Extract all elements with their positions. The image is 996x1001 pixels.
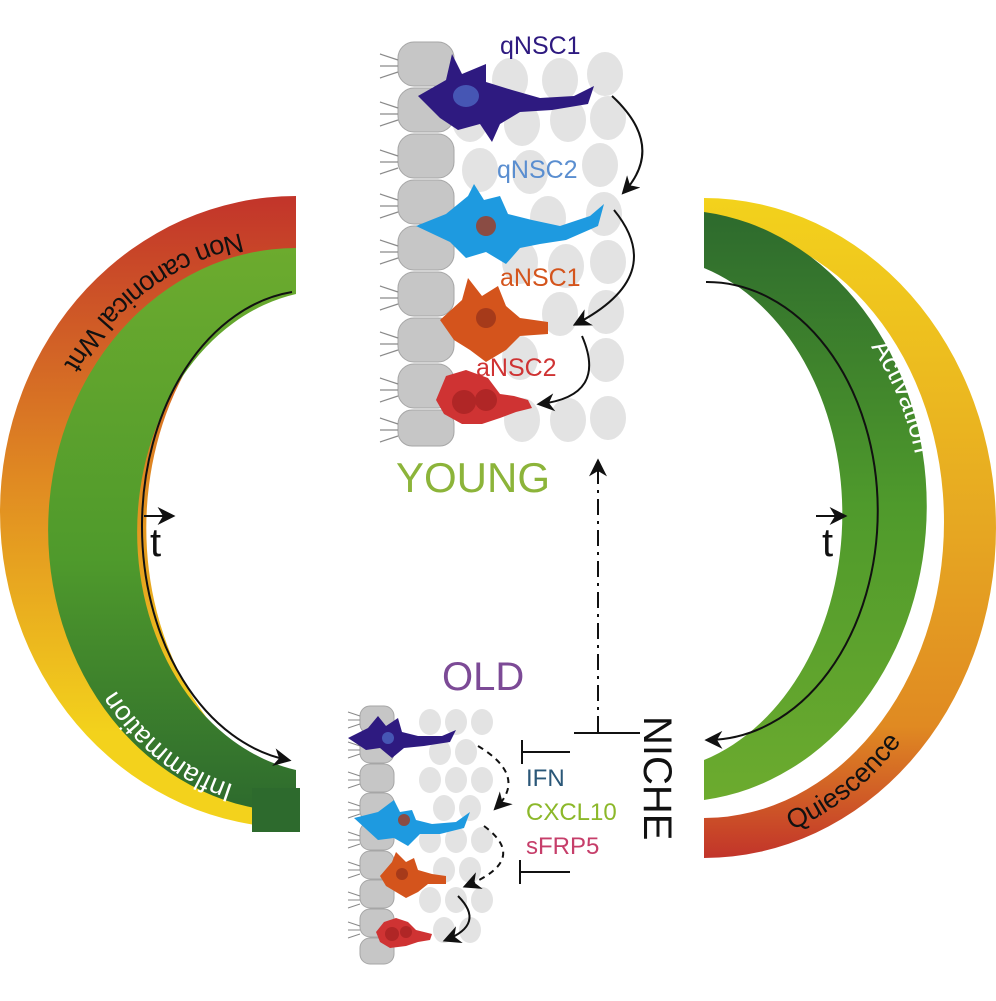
old-ansc1-cell	[380, 852, 446, 898]
left-time-label: t	[150, 521, 161, 565]
young-ependymal-layer	[397, 41, 455, 447]
ansc1-cell	[440, 278, 548, 362]
old-cilia	[347, 711, 361, 939]
right-time-arrow	[704, 280, 879, 749]
label-ansc1: aNSC1	[500, 264, 581, 292]
ansc2-cell	[436, 370, 532, 424]
old-lineage-arrows	[442, 745, 513, 944]
factor-sfrp5: sFRP5	[526, 833, 599, 860]
niche-inhibition-lines	[519, 740, 570, 884]
left-arc: Non canonical Wnt Inflammation t	[0, 196, 300, 832]
right-time-label: t	[822, 521, 833, 565]
left-inner-band	[48, 248, 296, 812]
label-qnsc2: qNSC2	[497, 156, 578, 184]
young-title: YOUNG	[396, 454, 550, 501]
qnsc1-cell	[418, 54, 594, 142]
left-outer-band	[0, 196, 296, 828]
old-title: OLD	[442, 655, 524, 699]
niche-label: NICHE	[635, 716, 679, 840]
left-inner-band-end	[252, 788, 300, 832]
old-qnsc1-cell	[348, 716, 456, 758]
factor-ifn: IFN	[526, 765, 565, 792]
right-outer-band	[704, 198, 996, 858]
qnsc2-cell	[416, 184, 604, 264]
label-qnsc1: qNSC1	[500, 32, 581, 60]
label-ansc2: aNSC2	[476, 354, 557, 382]
young-lineage-arrows	[536, 95, 644, 412]
young-niche: qNSC1 qNSC2 aNSC1 aNSC2	[379, 32, 644, 447]
old-niche	[347, 705, 513, 965]
right-arc: Activation Quiescence t	[704, 198, 996, 858]
factor-cxcl10: CXCL10	[526, 799, 617, 826]
old-qnsc2-cell	[354, 800, 470, 846]
young-cilia	[379, 53, 399, 443]
arrow-ansc1-to-ansc2	[536, 335, 591, 412]
left-time-arrow	[141, 291, 293, 767]
old-ansc2-cell	[376, 918, 432, 948]
right-inner-band	[704, 212, 927, 800]
arrow-qnsc1-to-qnsc2	[611, 95, 644, 195]
arrow-qnsc2-to-ansc1	[572, 209, 635, 326]
